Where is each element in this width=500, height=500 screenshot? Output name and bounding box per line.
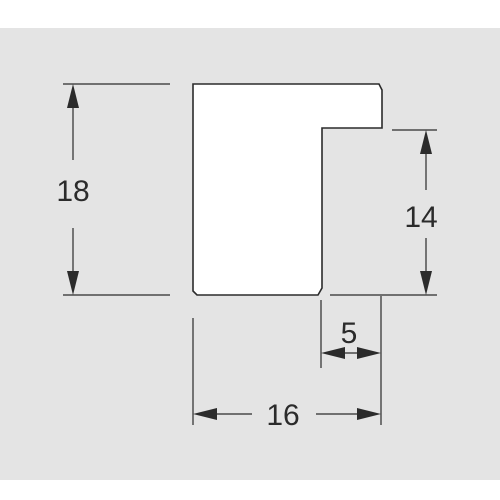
- arrowhead-up: [420, 130, 432, 154]
- overall-height-dimension: 18: [56, 83, 170, 296]
- arrowhead-up: [67, 84, 79, 108]
- arrowhead-right: [357, 408, 381, 420]
- rabbet-height-label: 14: [404, 201, 437, 234]
- overall-width-dimension: 16: [192, 318, 381, 432]
- arrowhead-right: [357, 347, 381, 359]
- arrowhead-left: [321, 347, 345, 359]
- arrowhead-down: [420, 271, 432, 295]
- rabbet-width-label: 5: [341, 317, 358, 350]
- rabbet-height-dimension: 14: [330, 129, 438, 296]
- overall-width-label: 16: [266, 399, 299, 432]
- frame-profile-shape: [192, 83, 383, 296]
- arrowhead-left: [193, 408, 217, 420]
- overall-height-label: 18: [56, 175, 89, 208]
- arrowhead-down: [67, 271, 79, 295]
- rabbet-width-dimension: 5: [320, 296, 382, 425]
